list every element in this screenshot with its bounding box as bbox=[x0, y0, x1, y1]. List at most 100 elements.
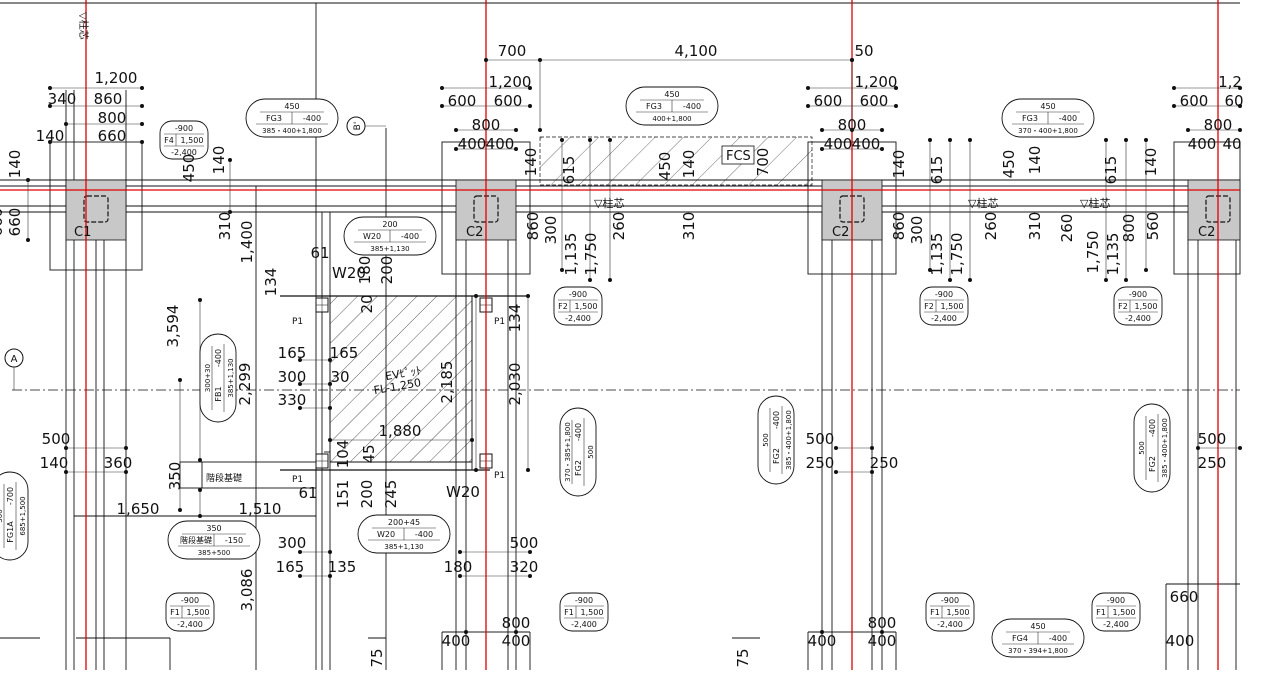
dimension-d300b: 300 bbox=[278, 534, 307, 552]
beam-tag-top: 350 bbox=[206, 524, 221, 533]
pile-markers bbox=[315, 297, 493, 469]
axis-label-b: B' bbox=[353, 122, 363, 131]
footing-tag-name: F4 bbox=[164, 136, 174, 145]
dimension-v140e: 140 bbox=[890, 150, 908, 179]
dimension-d400j: 400 bbox=[868, 632, 897, 650]
dimension-v2030: 2,030 bbox=[506, 363, 524, 406]
footing-tag-top: -900 bbox=[1107, 596, 1125, 605]
dimension-d400h: 400 bbox=[502, 632, 531, 650]
beam-tag-level: -400 bbox=[1049, 634, 1067, 643]
dimension-d500a: 500 bbox=[42, 430, 71, 448]
dimension-d250b: 250 bbox=[870, 454, 899, 472]
wall-label-w20: W20 bbox=[332, 264, 366, 282]
dimension-d400c: 400 bbox=[824, 135, 853, 153]
footing-tag-name: F2 bbox=[924, 302, 934, 311]
footing-tag-size: 1,500 bbox=[181, 136, 204, 145]
axis-marker-a: A bbox=[4, 348, 24, 390]
dimension-d400d: 400 bbox=[852, 135, 881, 153]
dimension-v1750a: 1,750 bbox=[582, 233, 600, 276]
footing-tag-size: 1,500 bbox=[1135, 302, 1158, 311]
dimension-d300a: 300 bbox=[278, 368, 307, 386]
dimension-d400a: 400 bbox=[458, 135, 487, 153]
column-label-c2: C2 bbox=[1198, 225, 1215, 240]
dimension-v615a: 615 bbox=[560, 156, 578, 185]
footing-tag-size: 1,500 bbox=[575, 302, 598, 311]
dimension-v860a: 860 bbox=[524, 212, 542, 241]
pile-label: P1 bbox=[494, 471, 505, 481]
dimension-d1200b: 1,200 bbox=[489, 73, 532, 91]
dimension-v140c: 140 bbox=[522, 148, 540, 177]
dimension-d61: 61 bbox=[310, 244, 329, 262]
dimension-v104: 104 bbox=[334, 440, 352, 469]
beam-tag-name: W20 bbox=[377, 530, 395, 539]
dimension-v1750b: 1,750 bbox=[948, 233, 966, 276]
dimension-v450a: 450 bbox=[180, 154, 198, 183]
dimension-d800b: 800 bbox=[472, 116, 501, 134]
column-label-c2: C2 bbox=[466, 225, 483, 240]
level-mark: ▽柱芯 bbox=[1080, 196, 1110, 210]
dimension-v700: 700 bbox=[754, 148, 772, 177]
dimension-d800a: 800 bbox=[98, 109, 127, 127]
footing-tag-name: F1 bbox=[930, 608, 940, 617]
beam-tag-top: 370・385+1,800 bbox=[564, 422, 572, 482]
stair-base-label: 階段基礎 bbox=[206, 472, 242, 484]
dimension-v310c: 310 bbox=[1026, 212, 1044, 241]
dimension-d250a: 250 bbox=[806, 454, 835, 472]
axis-marker-b: B' bbox=[346, 116, 386, 136]
dimension-d660a: 660 bbox=[98, 127, 127, 145]
dimension-d400b: 400 bbox=[486, 135, 515, 153]
beam-tag-name: FG3 bbox=[266, 114, 282, 123]
pile-label: P1 bbox=[292, 475, 303, 485]
beam-tag-level: -400 bbox=[1148, 419, 1157, 437]
beam-tag-size: 385+1,130 bbox=[384, 543, 423, 551]
footing-tag-size: 1,500 bbox=[947, 608, 970, 617]
beam-tag-name: FB1 bbox=[214, 386, 223, 401]
dimension-v20: 20 bbox=[358, 294, 376, 313]
dimension-d500d: 500 bbox=[1198, 430, 1227, 448]
beam-tag-level: -400 bbox=[303, 114, 321, 123]
beam-tag-size: 500 bbox=[587, 445, 595, 458]
dimension-d400g: 400 bbox=[442, 632, 471, 650]
dimension-d800d: 800 bbox=[1204, 116, 1233, 134]
footing-tag-name: F2 bbox=[558, 302, 568, 311]
dimension-d860: 860 bbox=[94, 90, 123, 108]
dimension-v75a: 75 bbox=[368, 648, 386, 667]
beam-tag-name: FG1A bbox=[6, 521, 15, 543]
dimension-d140a: 140 bbox=[36, 127, 65, 145]
beam-tag-top: 450 bbox=[1040, 102, 1055, 111]
dimension-v140b: 140 bbox=[210, 146, 228, 175]
beam-tag-name: FG3 bbox=[1022, 114, 1038, 123]
dimension-d500c: 500 bbox=[806, 430, 835, 448]
dimension-d30: 30 bbox=[330, 368, 349, 386]
axis-label-a: A bbox=[11, 354, 18, 365]
beam-tag-size: 400+1,800 bbox=[652, 115, 691, 123]
dimension-v260c: 260 bbox=[1058, 214, 1076, 243]
beam-tag-name: W20 bbox=[363, 232, 381, 241]
beam-tag-level: -400 bbox=[574, 423, 583, 441]
dimension-v134b: 134 bbox=[506, 304, 524, 333]
beam-tag-level: -700 bbox=[6, 487, 15, 505]
dimension-v140f: 140 bbox=[1026, 146, 1044, 175]
footing-tag-bottom: -2,400 bbox=[571, 620, 597, 629]
dimension-v245: 245 bbox=[382, 480, 400, 509]
beam-tag-level: -150 bbox=[225, 536, 243, 545]
beam-tag-size: 370・400+1,800 bbox=[1018, 127, 1078, 135]
dimension-dots bbox=[26, 58, 1242, 634]
dimension-v140a: 140 bbox=[6, 150, 24, 179]
column-label-c1: C1 bbox=[74, 225, 91, 240]
dimension-v134a: 134 bbox=[262, 268, 280, 297]
dimension-v2299: 2,299 bbox=[236, 363, 254, 406]
beam-tag-top: 300+30 bbox=[204, 364, 212, 392]
dimension-d400e: 400 bbox=[1188, 135, 1217, 153]
